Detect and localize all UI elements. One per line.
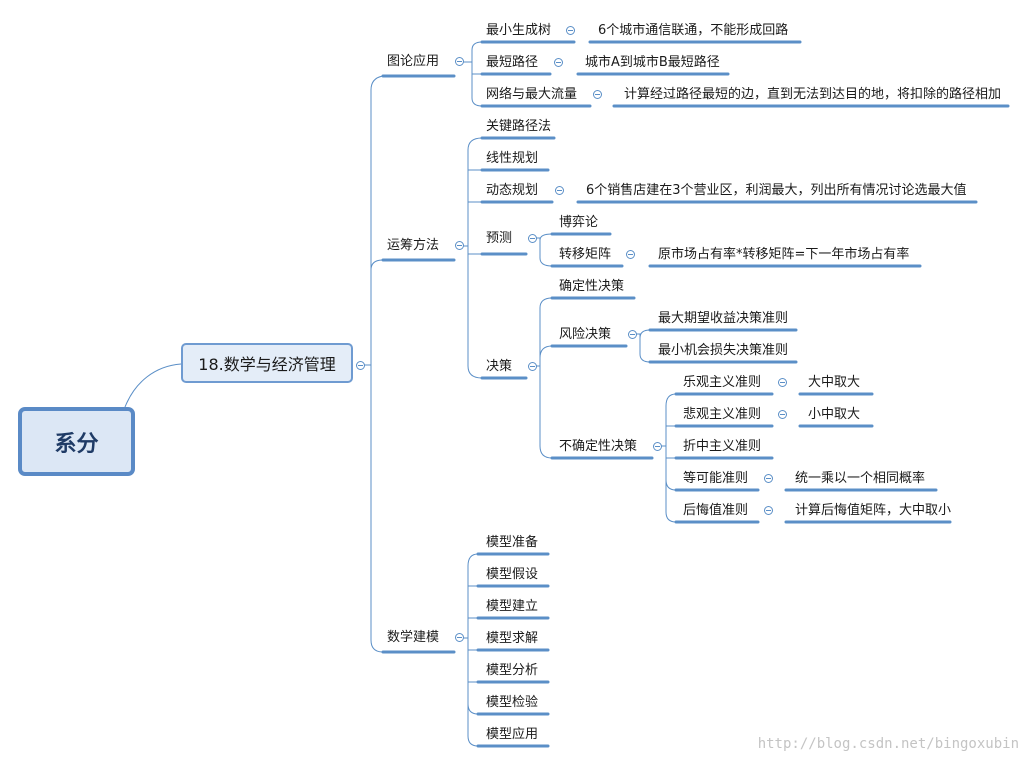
collapse-toggle-icon[interactable] [593, 90, 602, 99]
topic-cpm[interactable]: 关键路径法 [486, 119, 552, 134]
connector [471, 61, 483, 75]
topic-decision[interactable]: 决策 [486, 359, 513, 374]
connector [467, 585, 479, 639]
connector [639, 333, 651, 363]
collapse-toggle-icon[interactable] [455, 57, 464, 66]
root-topic[interactable]: 系分 [18, 407, 135, 476]
topic-game-theory[interactable]: 博弈论 [559, 215, 599, 230]
collapse-toggle-icon[interactable] [764, 474, 773, 483]
connector [467, 245, 483, 255]
topic-model-step[interactable]: 模型求解 [486, 631, 539, 646]
connector [467, 637, 479, 683]
topic-laplace[interactable]: 等可能准则 [683, 471, 749, 486]
note-optimistic[interactable]: 大中取大 [808, 375, 861, 390]
connector [535, 297, 553, 367]
collapse-toggle-icon[interactable] [455, 241, 464, 250]
connector [463, 137, 483, 247]
topic-max-flow[interactable]: 网络与最大流量 [486, 87, 578, 102]
connector [370, 259, 384, 366]
note-shortest-path[interactable]: 城市A到城市B最短路径 [585, 55, 720, 70]
connector [661, 393, 677, 447]
topic-transition-matrix[interactable]: 转移矩阵 [559, 247, 612, 262]
note-dp[interactable]: 6个销售店建在3个营业区，利润最大，列出所有情况讨论选最大值 [586, 183, 967, 198]
connector [535, 233, 553, 241]
connector [539, 345, 553, 367]
topic-regret[interactable]: 后悔值准则 [683, 503, 749, 518]
connector [471, 61, 483, 107]
connector [635, 329, 651, 339]
topic-graph[interactable]: 图论应用 [387, 54, 440, 69]
connector [539, 237, 553, 267]
topic-model-step[interactable]: 模型建立 [486, 599, 539, 614]
topic-optimistic[interactable]: 乐观主义准则 [683, 375, 762, 390]
connector [463, 553, 479, 639]
topic-eol[interactable]: 最小机会损失决策准则 [658, 343, 789, 358]
topic-pessimistic[interactable]: 悲观主义准则 [683, 407, 762, 422]
collapse-toggle-icon[interactable] [626, 250, 635, 259]
collapse-toggle-icon[interactable] [653, 442, 662, 451]
topic-or[interactable]: 运筹方法 [387, 238, 440, 253]
collapse-toggle-icon[interactable] [356, 361, 365, 370]
topic-shortest-path[interactable]: 最短路径 [486, 55, 539, 70]
collapse-toggle-icon[interactable] [628, 330, 637, 339]
note-transition-matrix[interactable]: 原市场占有率*转移矩阵=下一年市场占有率 [658, 247, 910, 262]
collapse-toggle-icon[interactable] [455, 633, 464, 642]
topic-emv[interactable]: 最大期望收益决策准则 [658, 311, 789, 326]
collapse-toggle-icon[interactable] [778, 378, 787, 387]
connector [370, 364, 384, 653]
connector [665, 445, 677, 491]
connector [463, 41, 483, 63]
connector [467, 617, 479, 639]
collapse-toggle-icon[interactable] [764, 506, 773, 515]
connector [665, 445, 677, 459]
topic-lp[interactable]: 线性规划 [486, 151, 539, 166]
note-regret[interactable]: 计算后悔值矩阵，大中取小 [795, 503, 952, 518]
collapse-toggle-icon[interactable] [555, 186, 564, 195]
connector [467, 637, 479, 651]
connector [467, 637, 479, 747]
collapse-toggle-icon[interactable] [554, 58, 563, 67]
topic-dp[interactable]: 动态规划 [486, 183, 539, 198]
connector [665, 445, 677, 523]
connector [124, 363, 182, 408]
topic-mst[interactable]: 最小生成树 [486, 23, 552, 38]
note-max-flow[interactable]: 计算经过路径最短的边，直到无法到达目的地，将扣除的路径相加 [624, 87, 1002, 102]
topic-model[interactable]: 数学建模 [387, 630, 440, 645]
note-pessimistic[interactable]: 小中取大 [808, 407, 861, 422]
topic-forecast[interactable]: 预测 [486, 231, 513, 246]
connector [362, 75, 384, 366]
topic-model-step[interactable]: 模型检验 [486, 695, 539, 710]
topic-model-step[interactable]: 模型假设 [486, 567, 539, 582]
topic-certain-decision[interactable]: 确定性决策 [559, 279, 625, 294]
connector [539, 365, 553, 459]
topic-risk-decision[interactable]: 风险决策 [559, 327, 612, 342]
topic-model-step[interactable]: 模型应用 [486, 727, 539, 742]
watermark: http://blog.csdn.net/bingoxubin [757, 736, 1019, 752]
collapse-toggle-icon[interactable] [566, 26, 575, 35]
note-laplace[interactable]: 统一乘以一个相同概率 [795, 471, 926, 486]
topic-model-step[interactable]: 模型分析 [486, 663, 539, 678]
topic-model-step[interactable]: 模型准备 [486, 535, 539, 550]
connector [467, 169, 483, 247]
topic-hurwicz[interactable]: 折中主义准则 [683, 439, 762, 454]
connector [467, 245, 483, 379]
topic-uncertain-decision[interactable]: 不确定性决策 [559, 439, 638, 454]
note-mst[interactable]: 6个城市通信联通，不能形成回路 [598, 23, 789, 38]
connector [665, 425, 677, 447]
connector [467, 637, 479, 715]
collapse-toggle-icon[interactable] [528, 362, 537, 371]
collapse-toggle-icon[interactable] [778, 410, 787, 419]
connector [467, 201, 483, 247]
main-topic[interactable]: 18.数学与经济管理 [181, 343, 353, 383]
collapse-toggle-icon[interactable] [528, 234, 537, 243]
